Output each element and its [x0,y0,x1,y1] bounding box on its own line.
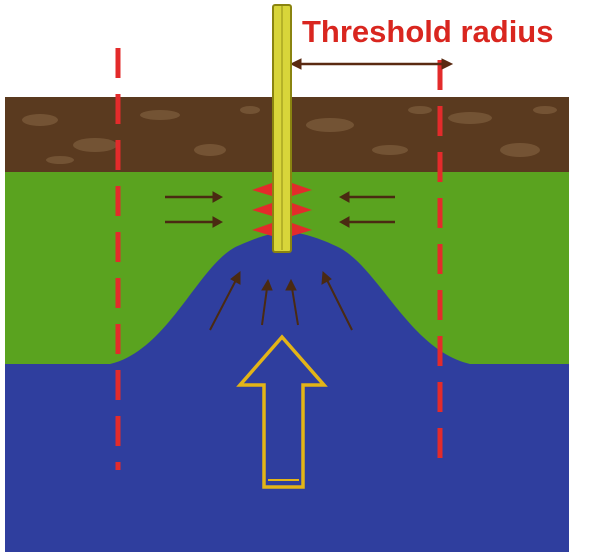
well-screen [252,183,312,236]
title-label: Threshold radius [302,14,553,49]
water-layer [5,362,569,552]
upward-flow-arrow [236,334,328,489]
radial-flow-arrows [209,270,353,331]
water-cone [5,232,569,380]
soil-texture [22,106,557,164]
flow-arrows-right [338,191,395,228]
threshold-radius-arrow [289,58,454,70]
flow-arrows-left [165,191,224,228]
